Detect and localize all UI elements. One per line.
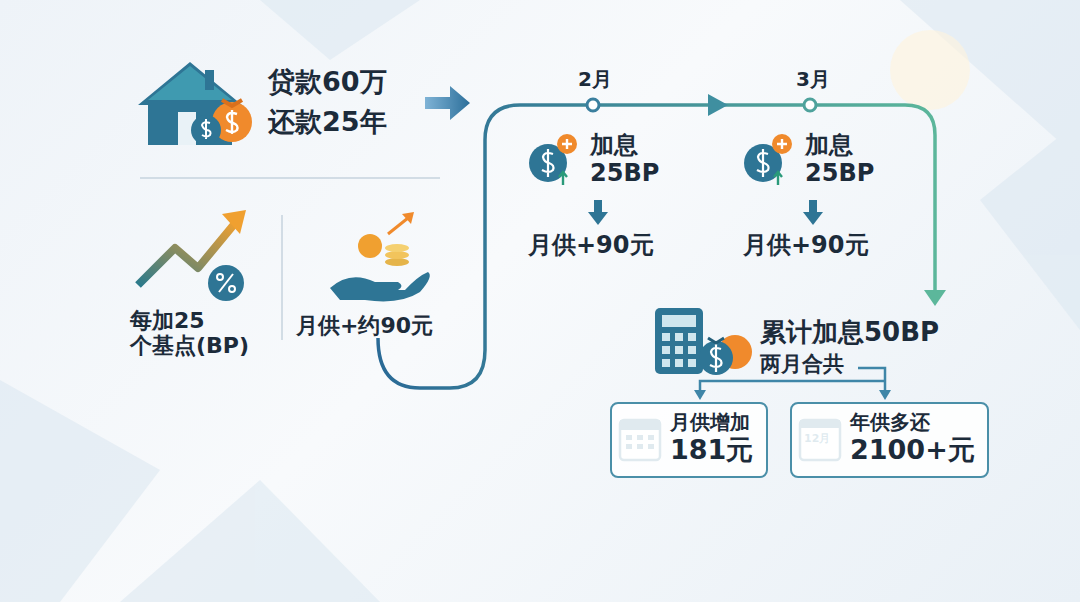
text-label: 贷款60万: [268, 66, 387, 97]
trend-icon: [138, 210, 246, 301]
text-label: 3月: [796, 68, 830, 91]
text-label: 加息 25BP: [590, 132, 690, 187]
result-box: 月供增加181元: [610, 402, 768, 478]
text-label: 每加25 个基点(BP): [130, 308, 280, 359]
calculator-icon: [655, 308, 752, 375]
text-label: 月供+90元: [743, 232, 869, 260]
text-label: 加息 25BP: [805, 132, 905, 187]
text-label: 2月: [578, 68, 612, 91]
arrow-icon: [425, 86, 470, 120]
box-heading: 月供增加: [670, 410, 754, 434]
house-icon: [138, 62, 252, 145]
text-label: 还款25年: [268, 106, 387, 137]
text-label: 月供+90元: [528, 232, 654, 260]
box-value: 181元: [670, 434, 754, 466]
result-box: 年供多还2100+元: [790, 402, 989, 478]
text-label: 两月合共: [760, 352, 844, 376]
text-label: 月供+约90元: [296, 313, 433, 338]
hand-coins-icon: [330, 212, 430, 301]
box-value: 2100+元: [850, 434, 975, 466]
text-label: 累计加息50BP: [760, 318, 939, 348]
box-heading: 年供多还: [850, 410, 975, 434]
